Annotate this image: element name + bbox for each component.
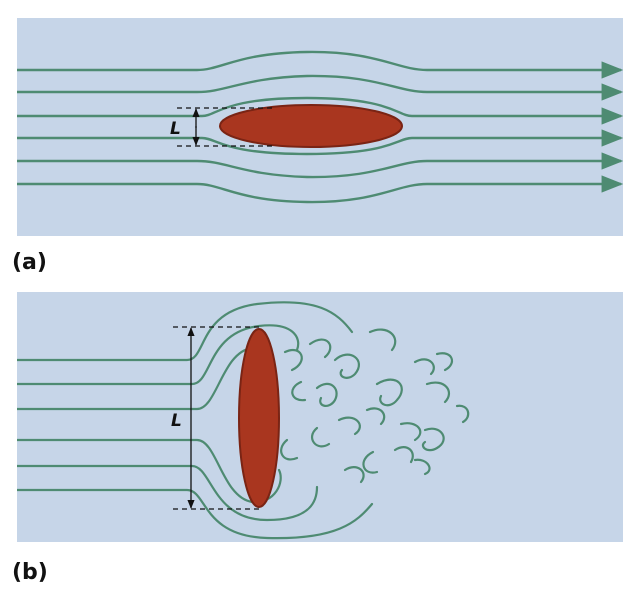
streamline-b-3	[17, 346, 254, 411]
streamline-b-2	[17, 324, 300, 386]
dimension-label-b: L	[171, 411, 182, 431]
eddy-8	[413, 358, 435, 376]
eddy-4	[368, 328, 397, 352]
panel-label-a: (a)	[12, 250, 47, 275]
streamline-b-4	[17, 438, 282, 504]
elongated-body-a	[219, 104, 403, 148]
eddy-7	[375, 378, 403, 407]
panel-b-background	[17, 292, 623, 542]
streamline-a-4	[17, 129, 623, 156]
panel-label-b: (b)	[12, 560, 48, 585]
streamline-b-6	[17, 488, 374, 540]
streamline-a-2	[17, 74, 623, 101]
broadside-body-b	[238, 328, 280, 508]
eddy-14	[311, 426, 331, 448]
dimension-label-a: L	[170, 119, 181, 139]
eddy-21	[343, 466, 365, 484]
streamline-b-5	[17, 464, 319, 522]
panel-a-diagram: L	[17, 18, 623, 236]
dimension-marker-b: L	[171, 326, 262, 510]
eddy-9	[435, 352, 454, 372]
eddy-10	[425, 381, 451, 404]
eddy-3	[333, 353, 360, 379]
dimension-marker-a: L	[170, 107, 275, 147]
eddy-18	[393, 446, 414, 464]
panel-b-diagram: L	[17, 292, 623, 542]
turbulent-eddies-b	[280, 328, 470, 484]
eddy-19	[362, 450, 379, 474]
streamline-a-1	[17, 50, 623, 79]
streamlines-b	[17, 301, 374, 540]
eddy-17	[421, 427, 445, 452]
eddy-20	[413, 458, 431, 476]
streamline-b-1	[17, 301, 354, 362]
eddy-2	[308, 338, 332, 359]
streamline-a-5	[17, 152, 623, 179]
streamline-a-3	[17, 96, 623, 125]
panel-a-svg: L	[17, 18, 623, 236]
eddy-13	[365, 407, 386, 426]
streamlines-a	[17, 50, 623, 204]
eddy-6	[315, 382, 338, 407]
eddy-5	[291, 380, 307, 402]
eddy-16	[399, 422, 422, 442]
streamline-a-6	[17, 175, 623, 204]
eddy-15	[280, 438, 299, 461]
eddy-12	[337, 416, 361, 436]
panel-b-svg: L	[17, 292, 623, 542]
eddy-11	[455, 404, 470, 424]
eddy-1	[283, 349, 303, 372]
